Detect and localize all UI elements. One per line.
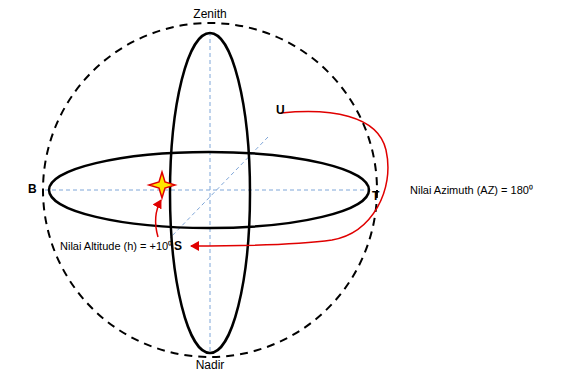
azimuth-note: Nilai Azimuth (AZ) = 180⁰ — [410, 184, 533, 196]
point-label: U — [276, 104, 285, 117]
point-label: S — [174, 240, 182, 253]
meridian-ellipse — [170, 33, 250, 353]
zenith-nadir-axis — [210, 32, 211, 352]
point-label: T — [372, 190, 379, 203]
altitude-arrow — [156, 200, 161, 237]
horizon-ellipse — [49, 152, 369, 228]
star — [149, 172, 175, 198]
nadir-label: Nadir — [196, 359, 225, 372]
point-label: B — [28, 183, 37, 196]
azimuth-arrow — [191, 112, 388, 246]
sphere-outline — [43, 23, 377, 357]
zenith-label: Zenith — [193, 8, 226, 21]
east-west-axis — [45, 190, 368, 191]
altitude-note: Nilai Altitude (h) = +10⁰ — [60, 240, 172, 252]
